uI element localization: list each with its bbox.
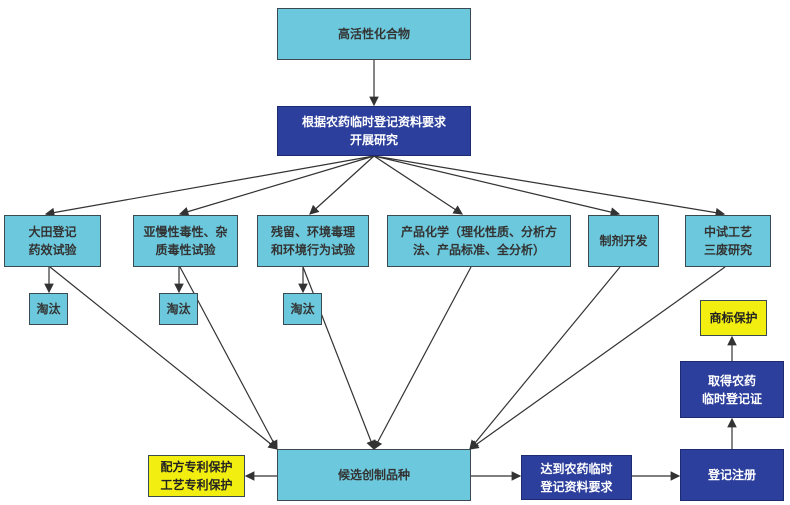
node-compound: 高活性化合物 xyxy=(277,8,471,60)
node-toxicity: 亚慢性毒性、杂 质毒性试验 xyxy=(133,215,238,267)
node-research: 根据农药临时登记资料要求 开展研究 xyxy=(277,106,471,156)
node-certificate: 取得农药 临时登记证 xyxy=(680,361,784,418)
node-patent: 配方专利保护 工艺专利保护 xyxy=(148,455,245,497)
node-meet-requirements: 达到农药临时 登记资料要求 xyxy=(521,455,632,500)
node-register: 登记注册 xyxy=(680,449,784,501)
node-trademark: 商标保护 xyxy=(700,300,767,336)
node-eliminate-1: 淘汰 xyxy=(29,293,68,325)
node-residue: 残留、环境毒理 和环境行为试验 xyxy=(257,215,369,267)
node-pilot: 中试工艺 三废研究 xyxy=(685,215,771,267)
node-chemistry: 产品化学（理化性质、分析方 法、产品标准、全分析） xyxy=(387,215,571,267)
node-field-trial: 大田登记 药效试验 xyxy=(4,215,101,267)
node-candidate: 候选创制品种 xyxy=(277,449,471,501)
node-eliminate-2: 淘汰 xyxy=(159,293,198,325)
node-eliminate-3: 淘汰 xyxy=(283,293,322,325)
node-formulation: 制剂开发 xyxy=(588,215,659,267)
